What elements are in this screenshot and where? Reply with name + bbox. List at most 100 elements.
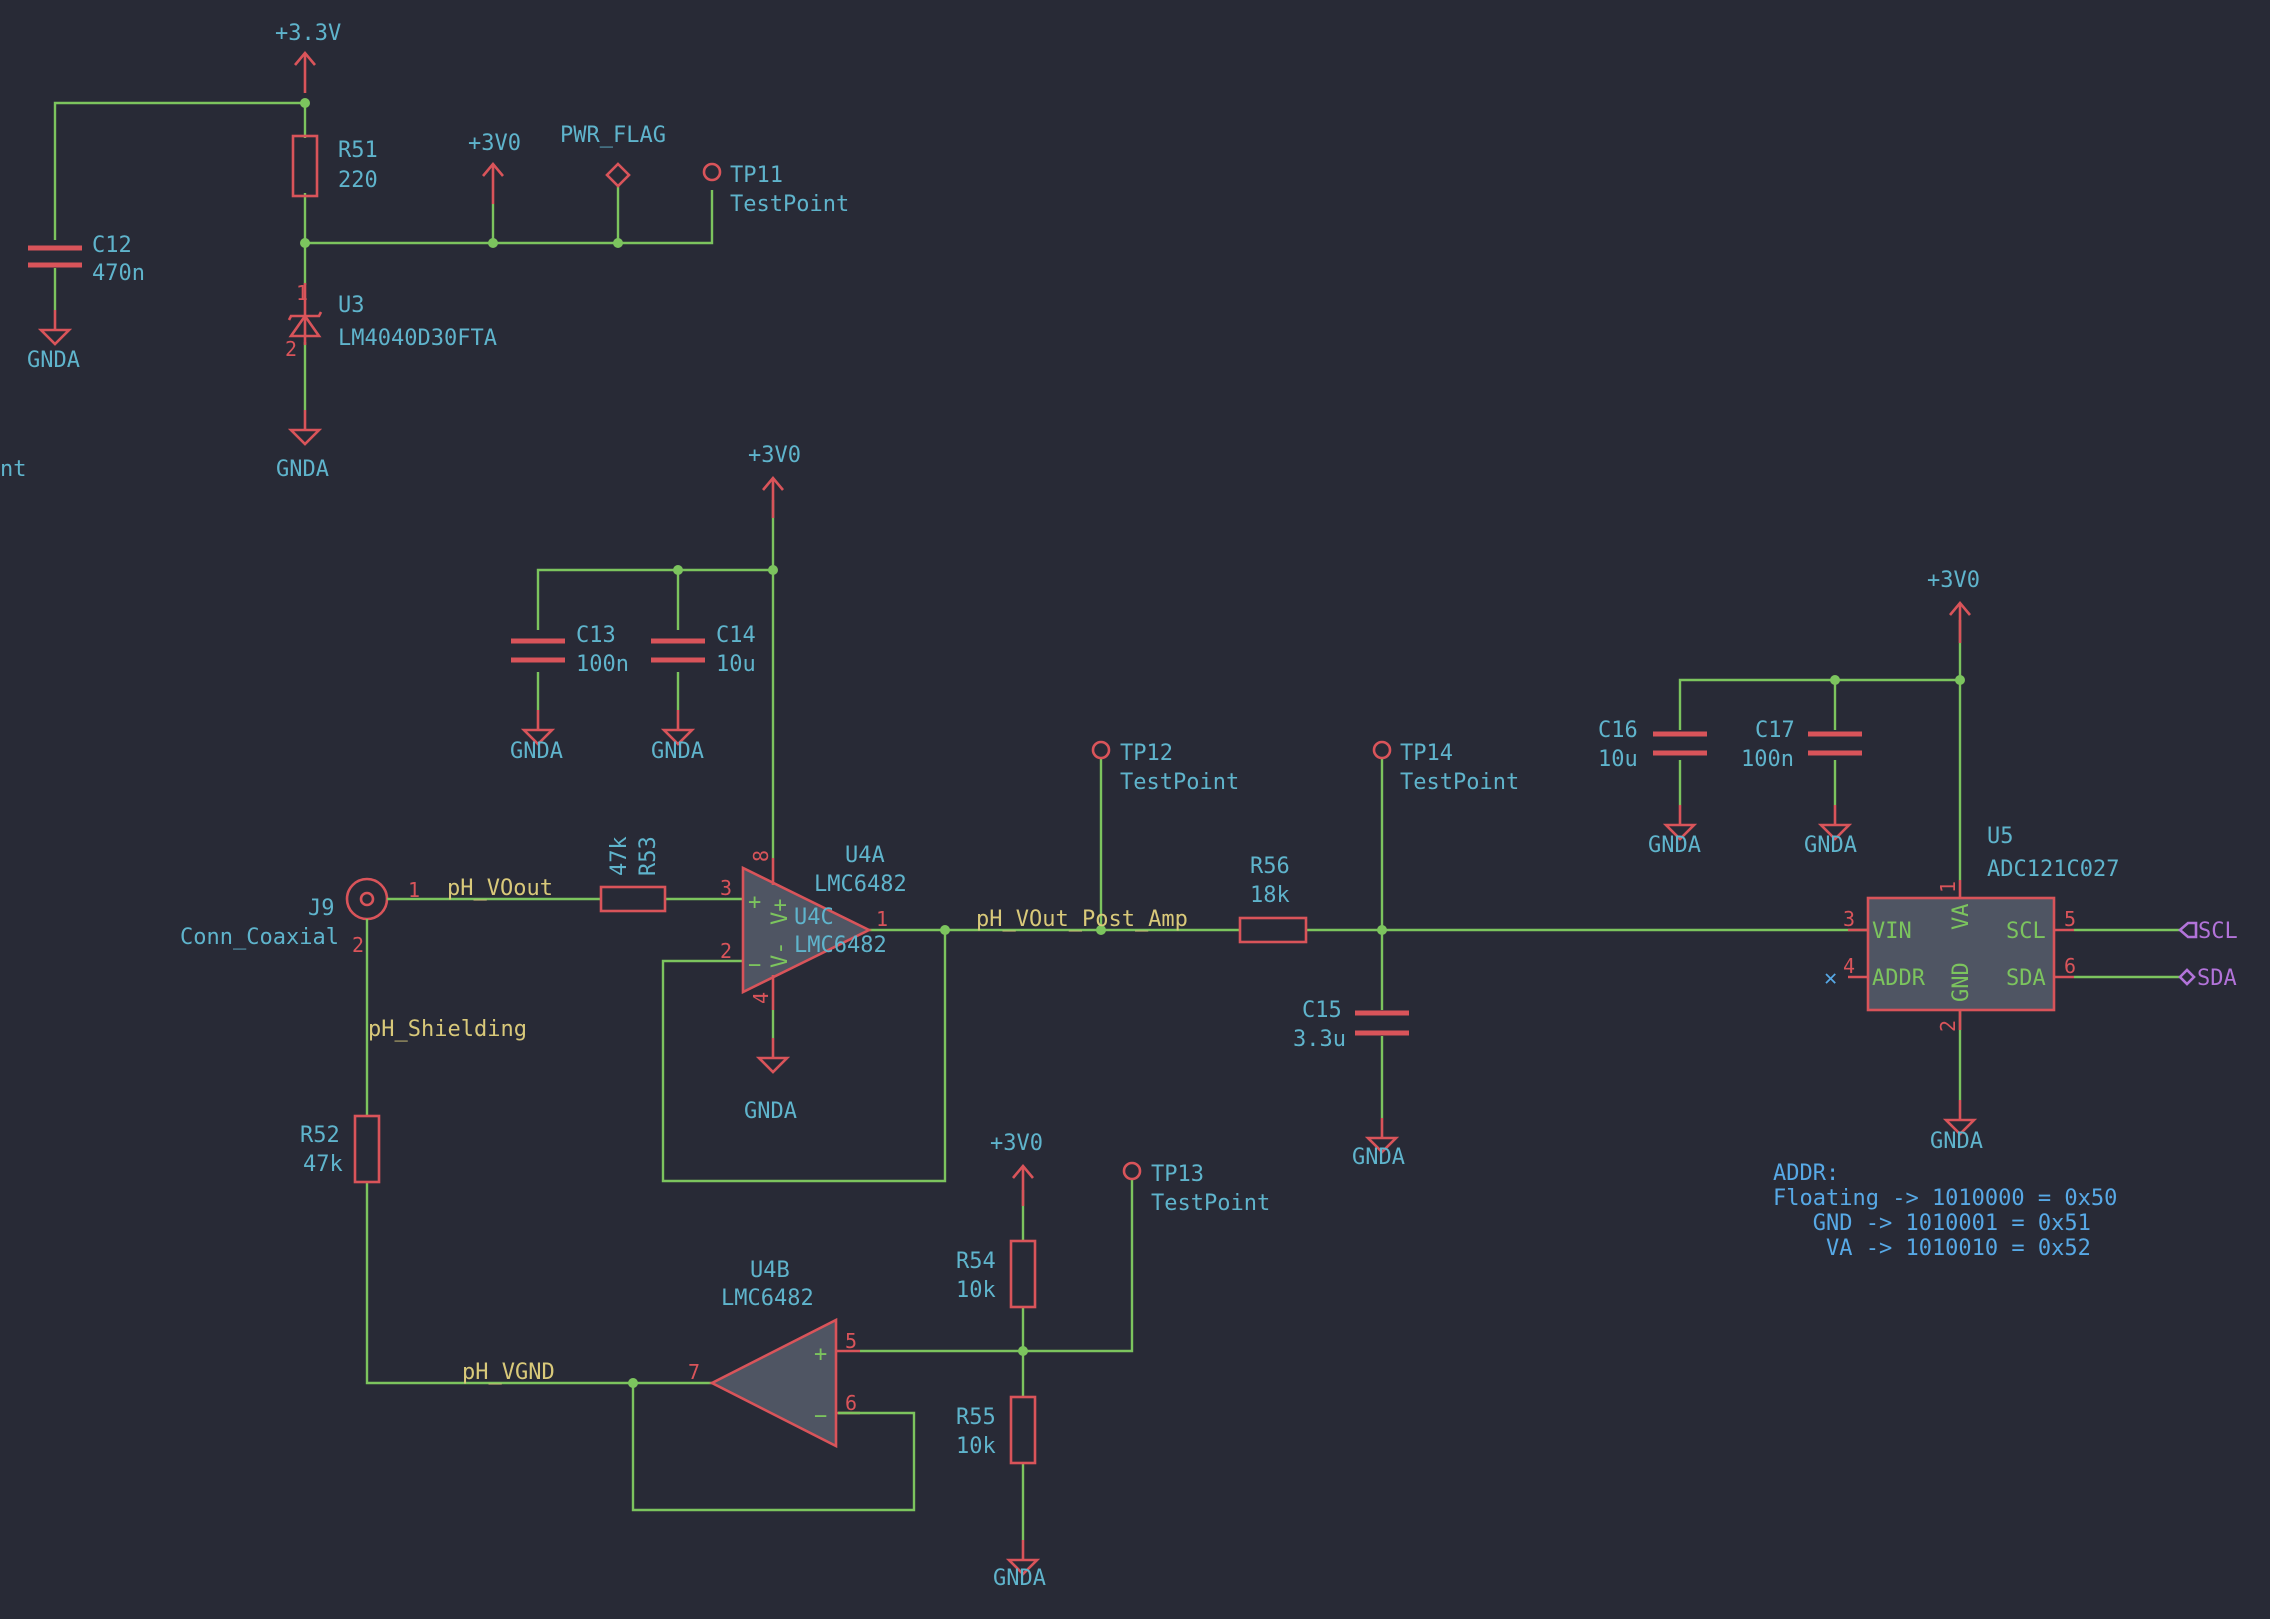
resistor-r51: R51 220 <box>291 134 378 198</box>
capacitor-c12: C12 470n GNDA <box>27 233 145 373</box>
pwr-flag-symbol: PWR_FLAG <box>560 123 666 188</box>
addr-note-line-4: VA -> 1010010 = 0x52 <box>1773 1236 2091 1261</box>
c13-ref: C13 <box>576 623 616 648</box>
capacitor-c17: C17 100n GNDA <box>1741 718 1862 858</box>
r56-ref: R56 <box>1250 854 1290 879</box>
u4c-value: LMC6482 <box>794 933 887 958</box>
u5-pin-1-num: 1 <box>1936 881 1960 893</box>
r54-ref: R54 <box>956 1249 996 1274</box>
net-ph-vout: pH_VOout <box>447 876 553 901</box>
u3-pin-1: 1 <box>296 281 308 305</box>
u5-pin-scl: SCL <box>2006 919 2046 944</box>
r56-value: 18k <box>1250 883 1290 908</box>
r51-ref: R51 <box>338 138 378 163</box>
u4c-pin-8: 8 <box>749 850 773 862</box>
r53-value: 47k <box>607 836 632 876</box>
r53-ref: R53 <box>636 836 661 876</box>
power-3v3-symbol: +3.3V <box>275 21 341 95</box>
u5-addr-no-connect-icon: ✕ <box>1824 966 1837 991</box>
c12-ref: C12 <box>92 233 132 258</box>
resistor-r54: R54 10k <box>956 1239 1037 1309</box>
power-3v0-label-top: +3V0 <box>468 131 521 156</box>
c13-value: 100n <box>576 652 629 677</box>
u4c-vplus-label: V+ <box>768 899 793 926</box>
net-ph-vout-post-amp: pH_VOut_Post_Amp <box>976 907 1188 932</box>
u5-ref: U5 <box>1987 824 2014 849</box>
opamp-u4b: + − 5 6 7 U4B LMC6482 <box>688 1258 860 1449</box>
capacitor-c13: C13 100n GNDA <box>510 623 629 764</box>
u4b-plus-sign: + <box>814 1342 827 1367</box>
u4a-value: LMC6482 <box>814 872 907 897</box>
u3-gnd-label: GNDA <box>276 457 329 482</box>
u4a-pin-3: 3 <box>720 876 732 900</box>
power-3v3-label: +3.3V <box>275 21 341 46</box>
c15-value: 3.3u <box>1293 1027 1346 1052</box>
u5-pin-2-num: 2 <box>1936 1020 1960 1032</box>
testpoint-tp11: TP11 TestPoint <box>702 162 849 217</box>
c16-gnd-label: GNDA <box>1648 833 1701 858</box>
u5-pin-va: VA <box>1949 904 1974 931</box>
addr-note-line-3: GND -> 1010001 = 0x51 <box>1773 1211 2091 1236</box>
adc-u5: U5 ADC121C027 VIN ADDR SCL SDA VA GND 3 … <box>1824 824 2119 1154</box>
u5-pin-vin: VIN <box>1872 919 1912 944</box>
c17-value: 100n <box>1741 747 1794 772</box>
addr-note: ADDR: Floating -> 1010000 = 0x50 GND -> … <box>1773 1161 2117 1261</box>
capacitor-c16: C16 10u GNDA <box>1598 718 1707 858</box>
u4c-gnd-label: GNDA <box>744 1099 797 1124</box>
r55-ref: R55 <box>956 1405 996 1430</box>
j9-pin-1: 1 <box>408 878 420 902</box>
r54-value: 10k <box>956 1278 996 1303</box>
u5-pin-sda: SDA <box>2006 966 2046 991</box>
c14-gnd-label: GNDA <box>651 739 704 764</box>
r55-value: 10k <box>956 1434 996 1459</box>
c15-gnd-label: GNDA <box>1352 1145 1405 1170</box>
testpoint-tp14: TP14 TestPoint <box>1372 740 1519 795</box>
capacitor-c14: C14 10u GNDA <box>651 623 756 764</box>
r52-value: 47k <box>303 1152 343 1177</box>
power-3v0-symbol-top: +3V0 <box>468 131 521 206</box>
global-label-scl: SCL <box>2178 919 2238 944</box>
c17-gnd-label: GNDA <box>1804 833 1857 858</box>
amplifier-section: +3V0 C13 100n GNDA C14 10u GNDA J9 Conn_… <box>180 443 1868 1183</box>
power-3v0-symbol-u5: +3V0 <box>1927 568 1980 645</box>
net-ph-shielding: pH_Shielding <box>368 1017 527 1042</box>
u4c-vminus-label: V- <box>768 942 793 969</box>
c12-gnd-label: GNDA <box>27 348 80 373</box>
c16-ref: C16 <box>1598 718 1638 743</box>
tp12-value: TestPoint <box>1120 770 1239 795</box>
opamp-u4a: + − V+ V- 3 2 1 8 4 U4A LMC6482 U4C LMC6… <box>720 843 907 1124</box>
resistor-r53: 47k R53 <box>599 836 667 913</box>
u5-pin-3-num: 3 <box>1843 907 1855 931</box>
j9-value: Conn_Coaxial <box>180 925 339 950</box>
u3-pin-2: 2 <box>285 337 297 361</box>
u4b-value: LMC6482 <box>721 1286 814 1311</box>
zener-u3: 1 2 U3 LM4040D30FTA GNDA <box>276 281 497 482</box>
u3-ref: U3 <box>338 293 365 318</box>
c15-ref: C15 <box>1302 998 1342 1023</box>
u4a-plus-sign: + <box>748 890 761 915</box>
power-3v0-symbol-divider: +3V0 <box>990 1131 1043 1208</box>
u4a-pin-1: 1 <box>876 907 888 931</box>
global-label-sda-text: SDA <box>2197 966 2237 991</box>
c13-gnd-label: GNDA <box>510 739 563 764</box>
testpoint-tp13: TP13 TestPoint <box>1122 1161 1270 1216</box>
j9-pin-2: 2 <box>352 933 364 957</box>
c14-ref: C14 <box>716 623 756 648</box>
tp12-ref: TP12 <box>1120 741 1173 766</box>
u5-gnd-label: GNDA <box>1930 1129 1983 1154</box>
r55-gnd-label: GNDA <box>993 1566 1046 1591</box>
u4a-minus-sign: − <box>748 953 761 978</box>
u4b-pin-7: 7 <box>688 1360 700 1384</box>
power-3v0-label-divider: +3V0 <box>990 1131 1043 1156</box>
u5-pin-gnd: GND <box>1949 962 1974 1002</box>
r51-value: 220 <box>338 168 378 193</box>
cut-off-label: nt <box>0 457 27 482</box>
c14-value: 10u <box>716 652 756 677</box>
resistor-r52: R52 47k <box>300 1114 381 1184</box>
u5-pin-5-num: 5 <box>2064 907 2076 931</box>
u5-pin-4-num: 4 <box>1843 954 1855 978</box>
j9-ref: J9 <box>308 896 335 921</box>
c16-value: 10u <box>1598 747 1638 772</box>
u5-value: ADC121C027 <box>1987 857 2119 882</box>
